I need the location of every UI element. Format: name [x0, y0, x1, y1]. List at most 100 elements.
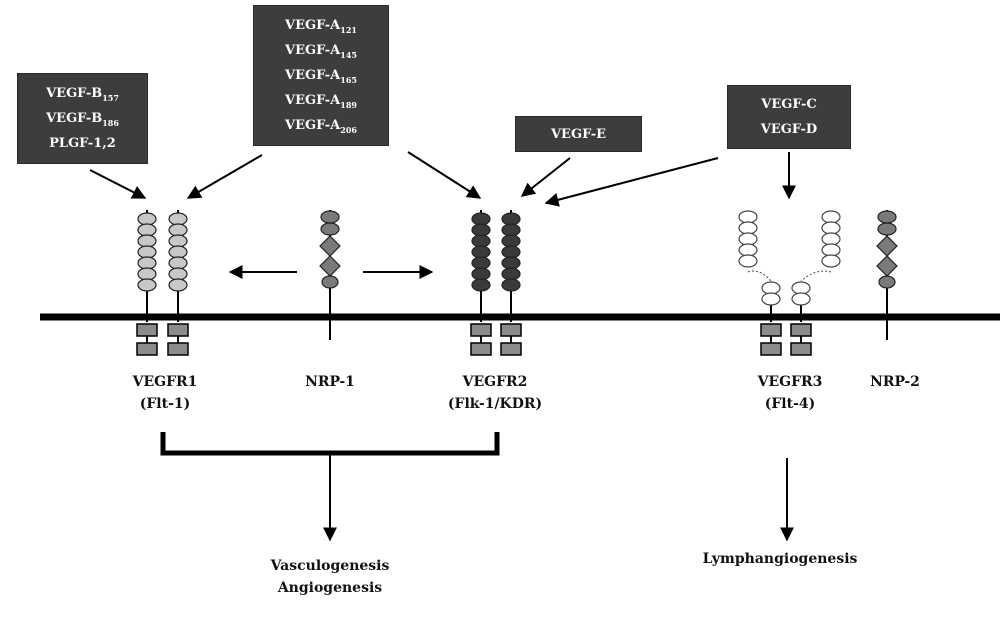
vegfr1-label: VEGFR1 (Flt-1)	[105, 371, 225, 415]
vegf-c-d-to-vegfr2-arrow	[544, 157, 719, 207]
vegfr2-receptor	[470, 210, 522, 356]
ligand-name: PLGF-1,2	[49, 136, 116, 151]
ig-domain	[137, 223, 157, 237]
ligand-name: VEGF-A	[285, 68, 341, 83]
nrp-a-domain	[877, 210, 897, 224]
ig-domain	[501, 234, 521, 248]
nrp-b-domain	[319, 255, 341, 277]
vegfr3-receptor	[738, 210, 841, 356]
ig-domain	[137, 256, 157, 270]
nrp-a-domain	[320, 210, 340, 224]
ligand-isoform: 206	[340, 125, 357, 135]
vegf-e-to-vegfr2-arrow	[520, 157, 571, 197]
ligand-name: VEGF-B	[46, 111, 103, 126]
ig-domain	[137, 245, 157, 259]
ig-domain	[821, 221, 841, 235]
kinase-domain	[136, 323, 158, 337]
cleaved-linker	[800, 270, 832, 282]
ligand-line: VEGF-C	[728, 92, 850, 117]
ligand-name: VEGF-D	[760, 122, 818, 137]
ligand-name: VEGF-C	[761, 97, 817, 112]
ligand-isoform: 157	[102, 93, 119, 103]
ig-domain	[501, 278, 521, 292]
ig-domain	[738, 221, 758, 235]
ig-domain	[137, 234, 157, 248]
ligand-line: VEGF-E	[516, 122, 641, 147]
ig-domain	[791, 292, 811, 306]
ig-domain	[821, 243, 841, 257]
kinase-domain	[790, 323, 812, 337]
kinase-domain	[500, 323, 522, 337]
ligand-name: VEGF-A	[285, 43, 341, 58]
vegfr3-name: VEGFR3	[757, 374, 823, 390]
ligand-name: VEGF-B	[46, 86, 103, 101]
nrp-a-domain	[320, 222, 340, 236]
ig-domain	[821, 254, 841, 268]
nrp-c-domain	[321, 275, 339, 289]
ligand-line: VEGF-A121	[254, 13, 388, 38]
kinase-domain	[167, 323, 189, 337]
vegf-a-to-vegfr2-arrow	[407, 151, 482, 199]
ig-domain	[471, 256, 491, 270]
ligand-isoform: 189	[340, 100, 357, 110]
ig-domain	[471, 278, 491, 292]
ig-domain	[137, 278, 157, 292]
ligand-name: VEGF-A	[285, 118, 341, 133]
kinase-domain	[136, 342, 158, 356]
nrp1-receptor	[319, 210, 341, 340]
vegf-a-to-vegfr1-arrow	[186, 154, 263, 199]
vasculogenesis-angiogenesis-label: Vasculogenesis Angiogenesis	[250, 555, 410, 599]
vegf-e-ligand-box: VEGF-E	[515, 116, 642, 152]
ig-domain	[168, 212, 188, 226]
ig-domain	[821, 210, 841, 224]
ig-domain	[501, 256, 521, 270]
kinase-domain	[500, 342, 522, 356]
nrp-b-domain	[876, 235, 898, 257]
ig-domain	[501, 245, 521, 259]
ig-domain	[471, 234, 491, 248]
ig-domain	[738, 243, 758, 257]
vegfr2-name: VEGFR2	[462, 374, 528, 390]
cleaved-linker	[747, 270, 772, 282]
nrp-a-domain	[877, 222, 897, 236]
vegfr1-name: VEGFR1	[132, 374, 198, 390]
kinase-domain	[167, 342, 189, 356]
vegfr2-label: VEGFR2 (Flk-1/KDR)	[430, 371, 560, 415]
vegf-c-d-ligand-box: VEGF-C VEGF-D	[727, 85, 851, 149]
ig-domain	[471, 212, 491, 226]
ligand-isoform: 145	[340, 50, 357, 60]
nrp1-label: NRP-1	[290, 371, 370, 393]
ig-domain	[761, 281, 781, 295]
ig-domain	[168, 223, 188, 237]
ig-domain	[738, 254, 758, 268]
ligand-isoform: 186	[102, 118, 119, 128]
ig-domain	[168, 245, 188, 259]
ligand-isoform: 121	[340, 25, 357, 35]
nrp-b-domain	[876, 255, 898, 277]
nrp1-name: NRP-1	[305, 374, 355, 390]
ig-domain	[168, 256, 188, 270]
ligand-line: VEGF-A145	[254, 38, 388, 63]
nrp2-name: NRP-2	[870, 374, 920, 390]
ligand-name: VEGF-A	[285, 93, 341, 108]
nrp2-label: NRP-2	[855, 371, 935, 393]
ig-domain	[501, 212, 521, 226]
nrp-c-domain	[878, 275, 896, 289]
vegfr3-alias: (Flt-4)	[764, 396, 816, 412]
ligand-line: VEGF-A189	[254, 88, 388, 113]
ligand-line: VEGF-D	[728, 117, 850, 142]
ligand-line: VEGF-B186	[18, 106, 147, 131]
lymphangiogenesis-label: Lymphangiogenesis	[690, 548, 870, 570]
ligand-line: VEGF-A206	[254, 113, 388, 138]
vegfr1-vegfr2-bracket	[160, 432, 500, 456]
vasculogenesis-text: Vasculogenesis	[270, 558, 390, 574]
ig-domain	[168, 267, 188, 281]
ligand-isoform: 165	[340, 75, 357, 85]
ig-domain	[738, 232, 758, 246]
vegfr2-alias: (Flk-1/KDR)	[447, 396, 543, 412]
ig-domain	[471, 267, 491, 281]
